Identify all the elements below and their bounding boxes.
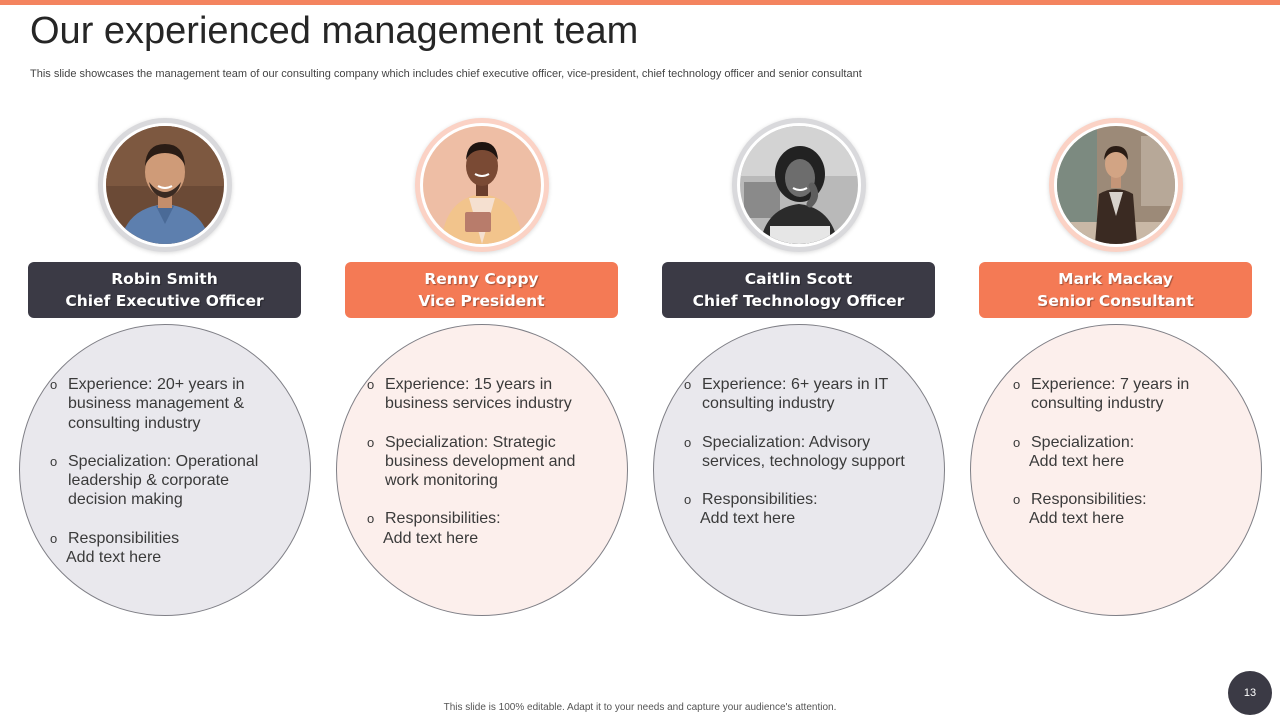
page-subtitle: This slide showcases the management team… <box>30 68 862 80</box>
bullet-specialization: o Specialization: Strategic business dev… <box>367 433 607 491</box>
avatar-ring <box>415 118 549 252</box>
responsibilities-text: Add text here <box>1029 510 1125 528</box>
member-role: Chief Executive Officer <box>65 292 264 310</box>
avatar <box>423 126 541 244</box>
bullet-marker-icon: o <box>367 434 375 450</box>
avatar <box>106 126 224 244</box>
experience-text: Experience: 6+ years in IT consulting in… <box>702 376 889 413</box>
bullet-marker-icon: o <box>50 377 58 392</box>
bullet-list: o Experience: 20+ years in business mana… <box>50 375 290 586</box>
name-title-box: Mark Mackay Senior Consultant <box>979 262 1252 318</box>
bullet-responsibilities: o Responsibilities: Add text here <box>1013 490 1253 529</box>
responsibilities-text: Add text here <box>66 549 162 567</box>
bullet-marker-icon: o <box>684 377 692 392</box>
bullet-marker-icon: o <box>1013 434 1021 450</box>
bullet-marker-icon: o <box>684 434 692 450</box>
responsibilities-label: Responsibilities <box>68 529 180 547</box>
experience-text: Experience: 15 years in business service… <box>385 376 572 413</box>
experience-text: Experience: 20+ years in business manage… <box>68 376 245 432</box>
page-title: Our experienced management team <box>30 10 639 52</box>
bullet-experience: o Experience: 15 years in business servi… <box>367 375 607 414</box>
team-member-card: Robin Smith Chief Executive Officer o Ex… <box>19 0 311 720</box>
team-member-card: Caitlin Scott Chief Technology Officer o… <box>653 0 945 720</box>
bullet-specialization: o Specialization: Add text here <box>1013 433 1253 472</box>
responsibilities-label: Responsibilities: <box>702 491 818 509</box>
member-name: Renny Coppy <box>424 270 539 288</box>
avatar-ring <box>1049 118 1183 252</box>
member-info-circle: o Experience: 15 years in business servi… <box>336 324 628 616</box>
bullet-marker-icon: o <box>367 377 375 392</box>
bullet-marker-icon: o <box>50 530 58 546</box>
avatar <box>1057 126 1175 244</box>
footer-note: This slide is 100% editable. Adapt it to… <box>443 702 837 713</box>
responsibilities-text: Add text here <box>383 529 479 547</box>
responsibilities-text: Add text here <box>700 510 796 528</box>
specialization-text: Specialization: Advisory services, techn… <box>702 433 905 470</box>
bullet-marker-icon: o <box>50 453 58 469</box>
specialization-text: Specialization: Strategic business devel… <box>385 433 576 490</box>
member-role: Chief Technology Officer <box>692 292 905 310</box>
bullet-responsibilities: o Responsibilities Add text here <box>50 529 290 568</box>
bullet-list: o Experience: 6+ years in IT consulting … <box>684 375 924 548</box>
bullet-marker-icon: o <box>1013 377 1021 392</box>
avatar-ring <box>98 118 232 252</box>
member-info-circle: o Experience: 7 years in consulting indu… <box>970 324 1262 616</box>
bullet-marker-icon: o <box>684 492 692 508</box>
member-name: Robin Smith <box>111 270 218 288</box>
member-info-circle: o Experience: 20+ years in business mana… <box>19 324 311 616</box>
name-title-box: Caitlin Scott Chief Technology Officer <box>662 262 935 318</box>
name-title-box: Robin Smith Chief Executive Officer <box>28 262 301 318</box>
responsibilities-label: Responsibilities: <box>385 510 501 528</box>
page-number-badge: 13 <box>1228 671 1272 715</box>
bullet-experience: o Experience: 20+ years in business mana… <box>50 375 290 433</box>
top-accent-bar <box>0 0 1280 5</box>
member-role: Senior Consultant <box>1037 292 1194 310</box>
member-info-circle: o Experience: 6+ years in IT consulting … <box>653 324 945 616</box>
experience-text: Experience: 7 years in consulting indust… <box>1031 376 1190 413</box>
bullet-experience: o Experience: 7 years in consulting indu… <box>1013 375 1253 414</box>
name-title-box: Renny Coppy Vice President <box>345 262 618 318</box>
bullet-marker-icon: o <box>1013 492 1021 508</box>
bullet-list: o Experience: 7 years in consulting indu… <box>1013 375 1253 548</box>
specialization-text: Specialization: <box>1031 433 1135 451</box>
bullet-specialization: o Specialization: Advisory services, tec… <box>684 433 924 472</box>
bullet-specialization: o Specialization: Operational leadership… <box>50 452 290 510</box>
bullet-responsibilities: o Responsibilities: Add text here <box>367 509 607 548</box>
responsibilities-label: Responsibilities: <box>1031 491 1147 509</box>
bullet-responsibilities: o Responsibilities: Add text here <box>684 490 924 529</box>
specialization-text: Specialization: Operational leadership &… <box>68 452 259 509</box>
team-member-card: Renny Coppy Vice President o Experience:… <box>336 0 628 720</box>
avatar <box>740 126 858 244</box>
team-member-card: Mark Mackay Senior Consultant o Experien… <box>970 0 1262 720</box>
avatar-ring <box>732 118 866 252</box>
bullet-list: o Experience: 15 years in business servi… <box>367 375 607 567</box>
specialization-detail-text: Add text here <box>1029 452 1125 470</box>
member-role: Vice President <box>418 292 545 310</box>
bullet-marker-icon: o <box>367 511 375 527</box>
member-name: Caitlin Scott <box>744 270 853 288</box>
member-name: Mark Mackay <box>1058 270 1173 288</box>
bullet-experience: o Experience: 6+ years in IT consulting … <box>684 375 924 414</box>
